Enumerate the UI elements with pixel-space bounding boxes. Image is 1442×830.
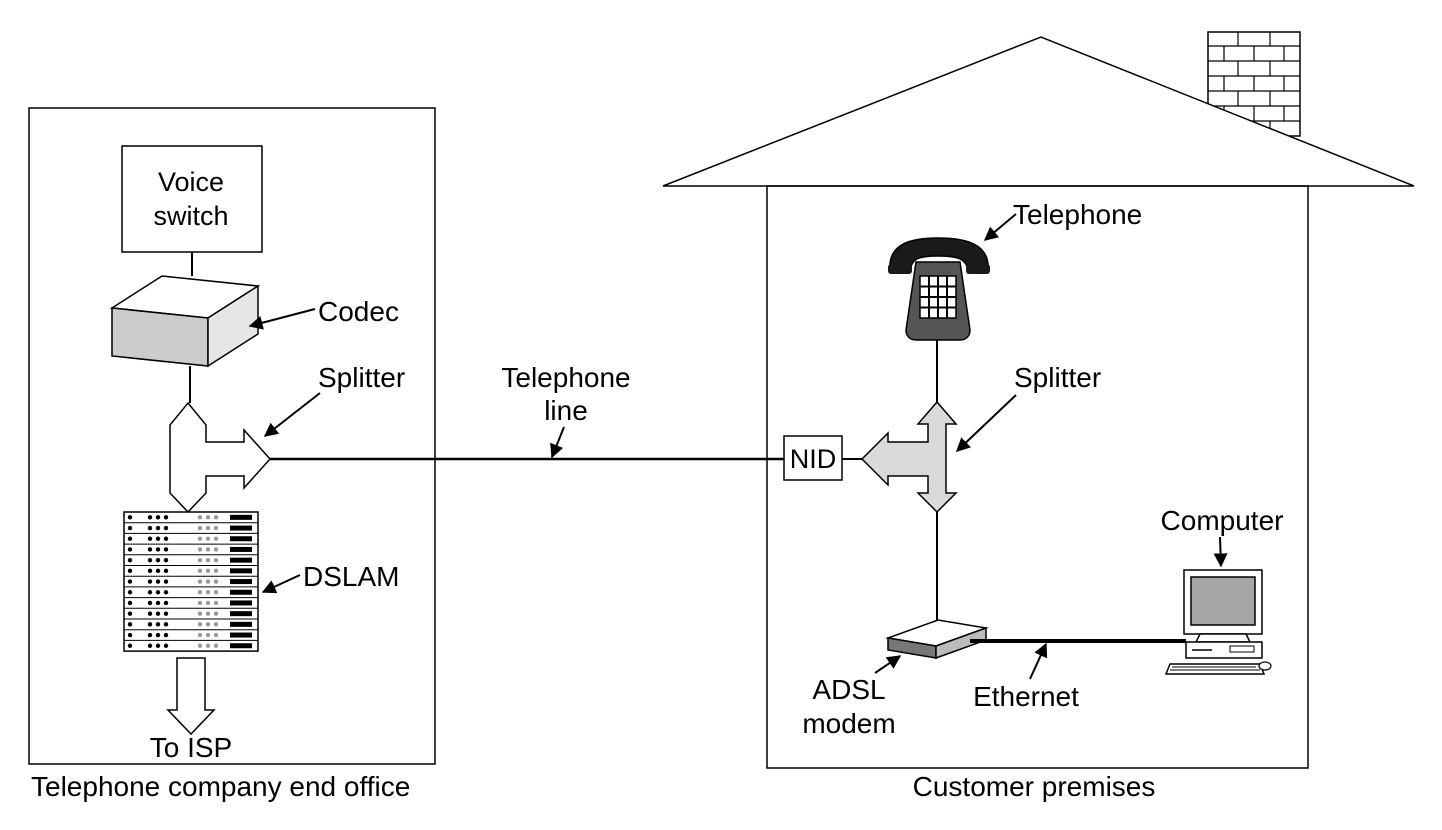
codec-label: Codec (318, 296, 399, 327)
dslam-label: DSLAM (303, 561, 399, 592)
computer-icon (1164, 569, 1272, 675)
codec-arrow (248, 308, 316, 330)
voice-switch-box (121, 145, 263, 253)
telephone-icon (888, 237, 990, 341)
telephone-line-label-2: line (544, 395, 588, 426)
nid-label: NID (790, 444, 837, 474)
to-isp-label: To ISP (150, 732, 232, 763)
voice-switch-label-1: Voice (158, 167, 224, 197)
telephone-arrow (983, 213, 1017, 241)
voice-switch-label-2: switch (153, 201, 228, 231)
home-splitter-label: Splitter (1014, 362, 1101, 393)
modem-label-2: modem (802, 708, 895, 739)
computer-label: Computer (1161, 505, 1284, 536)
to-isp-arrow-icon (166, 657, 216, 736)
modem-arrow (874, 655, 902, 674)
end-office-caption: Telephone company end office (31, 771, 410, 802)
home-splitter-arrow (955, 394, 1017, 452)
telephone-label: Telephone (1013, 199, 1142, 230)
office-splitter-label: Splitter (318, 362, 405, 393)
ethernet-label: Ethernet (973, 681, 1079, 712)
dslam-icon (123, 511, 259, 652)
end-office-frame (28, 107, 436, 765)
computer-arrow (1213, 536, 1228, 568)
house-frame (766, 185, 1309, 769)
office-splitter-arrow (263, 392, 321, 437)
premises-caption: Customer premises (913, 771, 1156, 802)
house-roof (662, 36, 1415, 187)
dslam-arrow (261, 574, 301, 594)
home-splitter-icon (860, 400, 958, 514)
telephone-line-label-1: Telephone (501, 362, 630, 393)
adsl-modem-icon (885, 619, 989, 660)
modem-label-1: ADSL (812, 674, 885, 705)
telephone-line-arrow (550, 426, 565, 459)
office-splitter-icon (169, 401, 272, 514)
codec-icon (109, 275, 261, 368)
ethernet-arrow (1029, 642, 1048, 680)
